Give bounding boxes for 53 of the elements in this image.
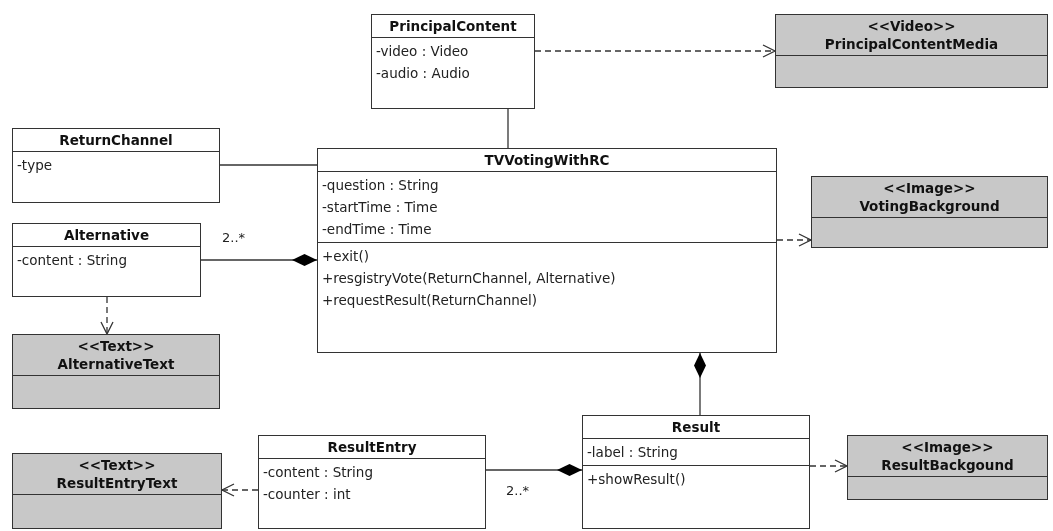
stereotype-label: <<Image>> (882, 179, 977, 197)
stereotype-label: <<Image>> (900, 438, 995, 456)
stereotype-label: <<Text>> (77, 456, 157, 474)
attribute-text: -startTime : Time (322, 198, 439, 217)
association-line (507, 108, 509, 149)
class-box (12, 223, 201, 297)
attribute-text: -counter : int (263, 485, 352, 504)
operation-text: +showResult() (587, 470, 687, 489)
class-name: ResultEntryText (55, 474, 179, 492)
class-name: Alternative (62, 226, 151, 244)
attribute-text: -content : String (263, 463, 374, 482)
class-name: PrincipalContentMedia (823, 35, 1000, 53)
multiplicity-label: 2..* (506, 483, 530, 498)
association-line (219, 164, 318, 166)
attribute-text: -video : Video (376, 42, 470, 61)
stereotype-class-box (775, 14, 1048, 88)
stereotype-class-box (12, 453, 222, 529)
attribute-text: -endTime : Time (322, 220, 433, 239)
composition-line (485, 464, 583, 476)
dependency-arrow (776, 233, 812, 247)
dependency-arrow (221, 483, 259, 497)
class-box (371, 14, 535, 109)
stereotype-class-box (12, 334, 220, 409)
class-name: ResultBackgound (880, 456, 1015, 474)
operation-text: +exit() (322, 247, 370, 266)
attribute-text: -type (17, 156, 54, 175)
stereotype-class-box (847, 435, 1048, 500)
attribute-text: -audio : Audio (376, 64, 471, 83)
class-box (258, 435, 486, 529)
multiplicity-label: 2..* (222, 230, 246, 245)
class-name: ReturnChannel (58, 131, 174, 149)
stereotype-label: <<Text>> (76, 337, 156, 355)
operation-text: +requestResult(ReturnChannel) (322, 291, 539, 310)
operation-text: +resgistryVote(ReturnChannel, Alternative) (322, 269, 617, 288)
composition-line (694, 352, 706, 416)
attribute-text: -question : String (322, 176, 440, 195)
dependency-arrow (534, 44, 776, 58)
class-name: PrincipalContent (388, 17, 518, 35)
class-box (12, 128, 220, 203)
class-box (317, 148, 777, 353)
class-box (582, 415, 810, 529)
stereotype-label: <<Video>> (866, 17, 957, 35)
dependency-arrow (100, 296, 114, 335)
composition-line (200, 254, 318, 266)
class-name: TVVotingWithRC (483, 151, 611, 169)
attribute-text: -content : String (17, 251, 128, 270)
class-name: ResultEntry (326, 438, 418, 456)
dependency-arrow (809, 459, 848, 473)
attribute-text: -label : String (587, 443, 679, 462)
class-name: Result (670, 418, 722, 436)
stereotype-class-box (811, 176, 1048, 248)
class-name: VotingBackground (858, 197, 1001, 215)
class-name: AlternativeText (56, 355, 176, 373)
